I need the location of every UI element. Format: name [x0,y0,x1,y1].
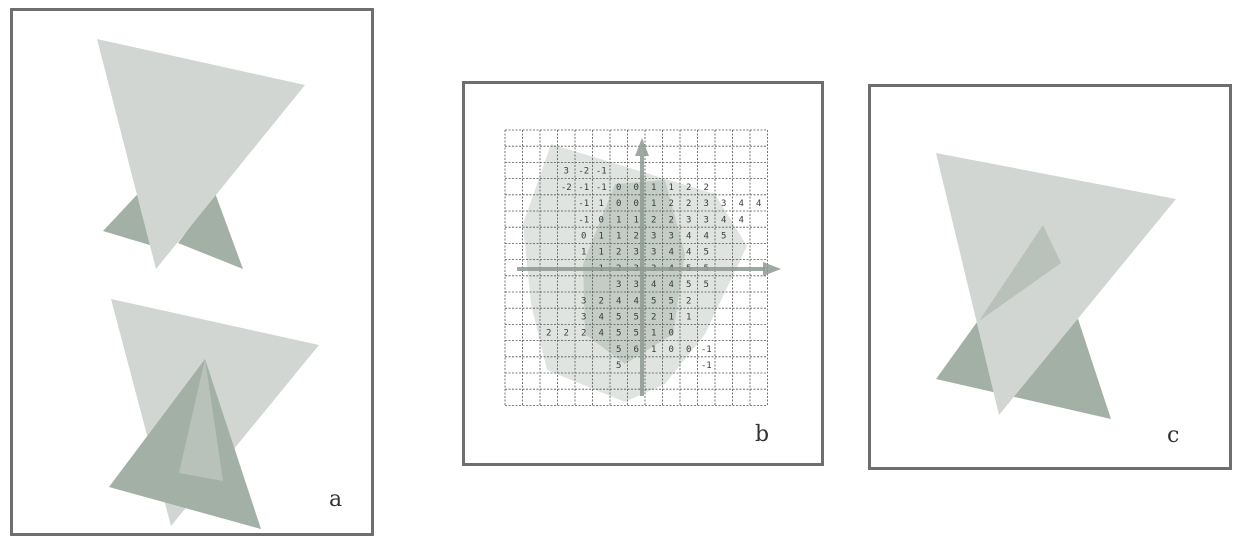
grid-cell-number: 2 [669,199,674,209]
grid-cell-number: 4 [651,280,656,290]
panel-a-drawing [13,11,371,533]
grid-cell-number: 1 [599,199,604,209]
grid-cell-number: 1 [599,248,604,258]
grid-cell-number: 3 [581,296,586,306]
grid-cell-number: -2 [561,183,572,193]
grid-cell-number: 0 [616,199,621,209]
panel-b-grid: 3 -2 -1 -2 -1 -1 0 0 1 1 2 2 -1 1 0 0 1 2 2 3 3 4 4 -1 0 1 1 2 2 3 3 4 4… [465,84,821,463]
grid-cell-number: 1 [669,313,674,323]
grid-cell-number: 5 [634,329,639,339]
grid-cell-number: 2 [651,313,656,323]
grid-cell-number: 1 [651,329,656,339]
grid-cell-number: 4 [739,215,744,225]
grid-cell-number: 3 [616,280,621,290]
grid-cell-number: 3 [581,313,586,323]
grid-cell-number: 4 [686,232,691,242]
grid-cell-number: 4 [616,296,621,306]
panel-label-b: b [755,422,769,447]
grid-cell-number: 3 [634,280,639,290]
panel-label-a: a [329,487,342,512]
grid-cell-number: 1 [616,215,621,225]
grid-cell-number: -1 [578,215,589,225]
grid-cell-number: 5 [616,313,621,323]
panel-b: 3 -2 -1 -2 -1 -1 0 0 1 1 2 2 -1 1 0 0 1 2 2 3 3 4 4 -1 0 1 1 2 2 3 3 4 4… [462,81,824,466]
grid-cell-number: 2 [669,215,674,225]
grid-cell-number: 5 [634,313,639,323]
grid-cell-number: 1 [686,313,691,323]
grid-cell-number: 4 [669,248,674,258]
grid-cell-number: 5 [721,232,726,242]
grid-cell-number: 0 [599,215,604,225]
grid-cell-number: 2 [651,215,656,225]
grid-cell-number: 4 [739,199,744,209]
grid-cell-number: 3 [634,248,639,258]
grid-cell-number: 3 [704,215,709,225]
grid-cell-number: 0 [634,183,639,193]
grid-cell-number: 5 [616,345,621,355]
grid-cell-number: 4 [686,248,691,258]
grid-cell-number: 1 [651,345,656,355]
grid-cell-number: 0 [581,232,586,242]
grid-cell-number: 3 [721,199,726,209]
grid-cell-number: 3 [651,248,656,258]
grid-cell-number: 1 [651,183,656,193]
grid-cell-number: 0 [669,345,674,355]
grid-cell-number: 1 [581,248,586,258]
grid-cell-number: 4 [599,313,604,323]
grid-cell-number: -1 [596,183,607,193]
grid-cell-number: 2 [564,329,569,339]
grid-cell-number: 2 [634,232,639,242]
grid-cell-number: 3 [686,215,691,225]
grid-cell-number: 2 [599,296,604,306]
grid-cell-number: 0 [686,345,691,355]
panel-a: a [10,8,374,536]
grid-cell-number: 0 [616,183,621,193]
grid-cell-number: 2 [704,183,709,193]
grid-cell-number: 6 [634,345,639,355]
grid-cell-number: 2 [616,248,621,258]
grid-cell-number: 1 [616,232,621,242]
grid-cell-number: 4 [599,329,604,339]
grid-cell-number: 3 [651,232,656,242]
grid-cell-number: 0 [634,199,639,209]
panel-c: c [868,84,1232,470]
grid-cell-number: 5 [669,296,674,306]
grid-cell-number: 0 [669,329,674,339]
grid-cell-number: 1 [634,215,639,225]
grid-cell-number: 4 [704,232,709,242]
grid-cell-number: 5 [686,280,691,290]
grid-cell-number: 3 [669,232,674,242]
grid-cell-number: 2 [686,296,691,306]
grid-cell-number: -2 [578,167,589,177]
grid-cell-number: 3 [704,199,709,209]
grid-cell-number: 2 [581,329,586,339]
grid-cell-number: 5 [704,248,709,258]
grid-cell-number: 2 [686,183,691,193]
panel-c-drawing [871,87,1229,467]
grid-cell-number: 5 [616,361,621,371]
grid-cell-number: 5 [704,280,709,290]
grid-cell-number: 4 [756,199,761,209]
grid-cell-number: 5 [651,296,656,306]
grid-cell-number: 2 [686,199,691,209]
grid-cell-number: 3 [564,167,569,177]
grid-cell-number: 4 [634,296,639,306]
grid-cell-number: -1 [701,345,712,355]
grid-cell-number: 2 [546,329,551,339]
grid-cell-number: -1 [701,361,712,371]
grid-cell-number: -1 [578,183,589,193]
grid-cell-number: 5 [616,329,621,339]
grid-cell-number: 1 [599,232,604,242]
grid-cell-number: 1 [669,183,674,193]
grid-cell-number: -1 [596,167,607,177]
grid-cell-number: 1 [651,199,656,209]
grid-cell-number: 4 [721,215,726,225]
grid-cell-number: 4 [669,280,674,290]
panel-label-c: c [1167,423,1179,448]
grid-cell-number: -1 [578,199,589,209]
